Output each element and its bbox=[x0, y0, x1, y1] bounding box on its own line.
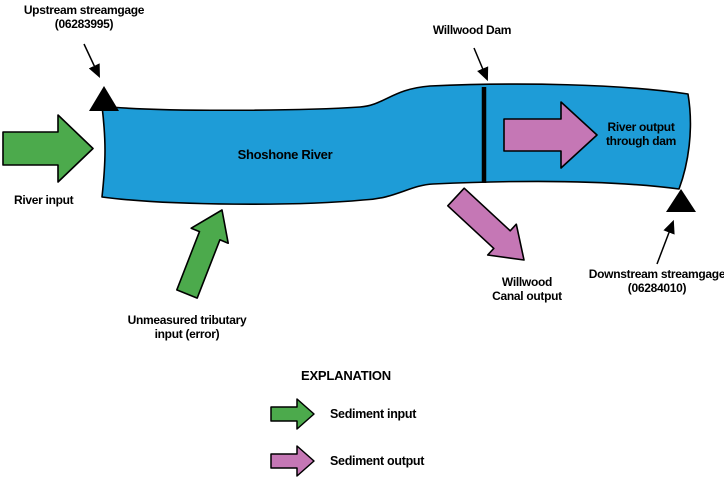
tributary-line2: input (error) bbox=[154, 327, 220, 341]
upstream-streamgage-marker bbox=[89, 86, 119, 111]
river-shape bbox=[101, 83, 692, 205]
upstream-streamgage-label: Upstream streamgage (06283995) bbox=[23, 3, 145, 31]
tributary-line1: Unmeasured tributary bbox=[127, 313, 247, 327]
river-input-arrow bbox=[2, 114, 94, 183]
willwood-dam-label: Willwood Dam bbox=[432, 23, 512, 37]
river-output-label: River output through dam bbox=[606, 120, 676, 148]
shoshone-river-label: Shoshone River bbox=[237, 147, 333, 162]
legend-title: EXPLANATION bbox=[300, 368, 392, 383]
tributary-input-label: Unmeasured tributary input (error) bbox=[128, 313, 247, 341]
canal-output-line2: Canal output bbox=[492, 289, 562, 303]
upstream-streamgage-name: Upstream streamgage bbox=[23, 3, 145, 17]
river-output-arrow bbox=[503, 101, 598, 169]
canal-output-arrow bbox=[447, 187, 525, 261]
canal-output-line1: Willwood bbox=[501, 275, 553, 289]
downstream-streamgage-marker bbox=[666, 189, 696, 212]
downstream-streamgage-id: (06284010) bbox=[627, 281, 687, 295]
tributary-input-arrow bbox=[176, 209, 229, 299]
upstream-streamgage-id: (06283995) bbox=[54, 17, 114, 31]
river-output-line2: through dam bbox=[605, 134, 677, 148]
river-input-label: River input bbox=[14, 193, 74, 207]
downstream-streamgage-label: Downstream streamgage (06284010) bbox=[589, 267, 724, 295]
dam-leader-arrow bbox=[473, 47, 489, 82]
river-output-line1: River output bbox=[607, 120, 675, 134]
legend-item-sediment-input: Sediment input bbox=[330, 407, 417, 421]
downstream-leader-arrow bbox=[656, 219, 675, 265]
downstream-streamgage-name: Downstream streamgage bbox=[588, 267, 724, 281]
legend-sediment-input-arrow bbox=[270, 398, 315, 430]
canal-output-label: Willwood Canal output bbox=[492, 275, 562, 303]
legend-sediment-output-arrow bbox=[270, 445, 315, 477]
upstream-leader-arrow bbox=[83, 43, 100, 79]
legend-item-sediment-output: Sediment output bbox=[330, 454, 425, 468]
